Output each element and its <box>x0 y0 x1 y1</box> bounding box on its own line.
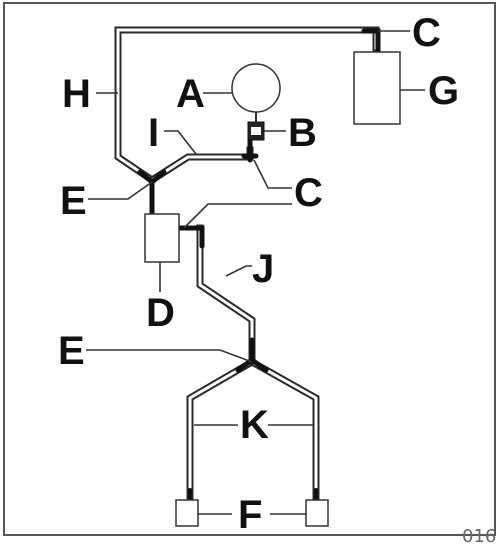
label-a: A <box>176 72 205 116</box>
page-number: 016 <box>462 526 496 546</box>
label-f: F <box>238 493 262 537</box>
component-f-left <box>175 499 199 527</box>
hose-i <box>147 146 254 185</box>
component-a-circle <box>231 63 281 113</box>
label-d: D <box>146 291 175 335</box>
components <box>144 51 401 527</box>
label-e-upper: E <box>60 179 87 223</box>
label-c-mid: C <box>294 171 323 215</box>
label-g: G <box>428 69 459 113</box>
component-f-right <box>305 499 329 527</box>
leader-lines <box>86 30 425 515</box>
component-g-box <box>353 51 401 125</box>
diagram-frame <box>3 2 496 536</box>
label-j: J <box>252 247 274 291</box>
label-i: I <box>148 111 159 155</box>
label-b: B <box>288 111 317 155</box>
hose-j <box>196 224 256 362</box>
label-k: K <box>240 403 269 447</box>
labels: A B C C D E E F G H I J K <box>58 11 459 537</box>
label-h: H <box>62 72 91 116</box>
label-c-top: C <box>412 11 441 55</box>
label-e-lower: E <box>58 329 85 373</box>
junction-lower <box>235 337 269 373</box>
fittings <box>137 28 381 502</box>
component-d-box <box>144 213 180 263</box>
